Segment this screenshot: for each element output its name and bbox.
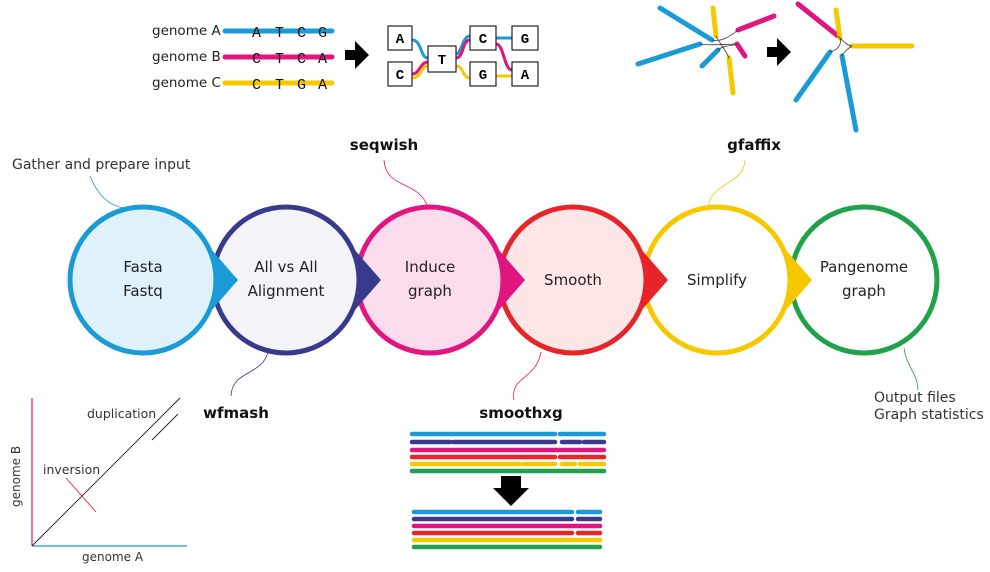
graph-node [469,61,497,87]
genome-a-label: genome A [152,23,221,39]
pipeline-stage-6: Pangenome graph [788,204,940,356]
stage-label: graph [408,282,452,300]
stage-label: Fasta [123,258,162,276]
genome-a-base-2: T [275,25,284,42]
unsimplified-graph-illustration [635,5,777,96]
dotplot-x-label: genome A [82,550,144,564]
graph-edge [495,42,513,72]
stage-label: Simplify [687,271,747,289]
smoothxg-blocks-before [409,431,607,474]
genome-c-base-1: C [252,77,261,94]
genome-b-base-2: T [275,51,284,68]
genome-b-base-3: C [297,51,306,68]
graph-edge [455,64,471,80]
callout-line [513,351,542,401]
stage-label: graph [842,282,886,300]
stage-label: Alignment [248,282,325,300]
variation-graph-illustration: A C T C G G A [387,25,539,87]
graph-edge [411,60,429,76]
graph-edge [455,38,471,60]
graph-edge [411,64,429,80]
graph-node [511,25,539,51]
graph-node [469,25,497,51]
genome-a-base-1: A [252,25,261,42]
genome-a-base-3: C [297,25,306,42]
gfaffix-label: gfaffix [727,136,781,154]
graph-node [511,61,539,87]
stage-label: All vs All [254,258,317,276]
pipeline-stage-5: Simplify [641,204,812,356]
graph-edge [411,38,429,60]
dotplot-diagonal [31,397,181,547]
genome-c-base-2: T [275,77,284,94]
callout-line [383,159,429,209]
stage-circle [67,204,219,356]
genome-c-label: genome C [152,75,221,91]
output-note-line1: Output files [874,390,956,406]
genome-b-base-4: A [318,51,327,68]
pipeline-stages: Pangenome graph Simplify Smooth Induce graph A… [67,204,940,356]
alignment-dotplot: duplication inversion genome A genome B [9,397,187,564]
graph-node-label: C [396,68,405,84]
graph-edge [455,34,471,56]
wfmash-label: wfmash [203,404,269,422]
pipeline-stage-4: Smooth [497,204,668,356]
graph-node-label: A [396,32,405,48]
graph-node-label: T [438,53,446,69]
graph-node [387,25,413,51]
dotplot-inversion-label: inversion [43,462,100,477]
callout-line [230,351,269,397]
dotplot-inversion [65,477,97,513]
graph-node-label: G [479,68,487,84]
stage-label: Pangenome [820,258,908,276]
genome-sequences: genome A A T C G genome B C T C A genome… [152,23,335,94]
dotplot-duplication [151,413,179,441]
seqwish-label: seqwish [350,136,418,154]
genome-c-base-4: A [318,77,327,94]
genome-b-label: genome B [152,49,221,65]
stage-circle [788,204,940,356]
callout-line [89,175,125,209]
right-arrow-icon [767,38,791,66]
smoothxg-blocks-after [411,509,603,550]
smoothxg-label: smoothxg [479,404,562,422]
graph-node-label: G [521,32,529,48]
pipeline-stage-3: Induce graph [354,204,525,356]
dotplot-y-label: genome B [9,446,23,507]
callout-line [707,159,746,211]
graph-node [387,61,413,87]
input-note: Gather and prepare input [12,157,191,173]
genome-b-base-1: C [252,51,261,68]
genome-c-base-3: G [297,77,306,94]
stage-label: Fastq [123,282,163,300]
stage-label: Smooth [544,271,602,289]
output-note-line2: Graph statistics [874,407,984,423]
down-arrow-icon [493,476,529,506]
graph-node [427,45,457,73]
dotplot-duplication-label: duplication [87,406,156,421]
callout-line [903,347,919,391]
graph-node-label: C [479,32,488,48]
right-arrow-icon [345,41,369,69]
simplified-graph-illustration [793,1,915,133]
stage-label: Induce [405,258,455,276]
graph-node-label: A [521,68,530,84]
genome-a-base-4: G [318,25,327,42]
